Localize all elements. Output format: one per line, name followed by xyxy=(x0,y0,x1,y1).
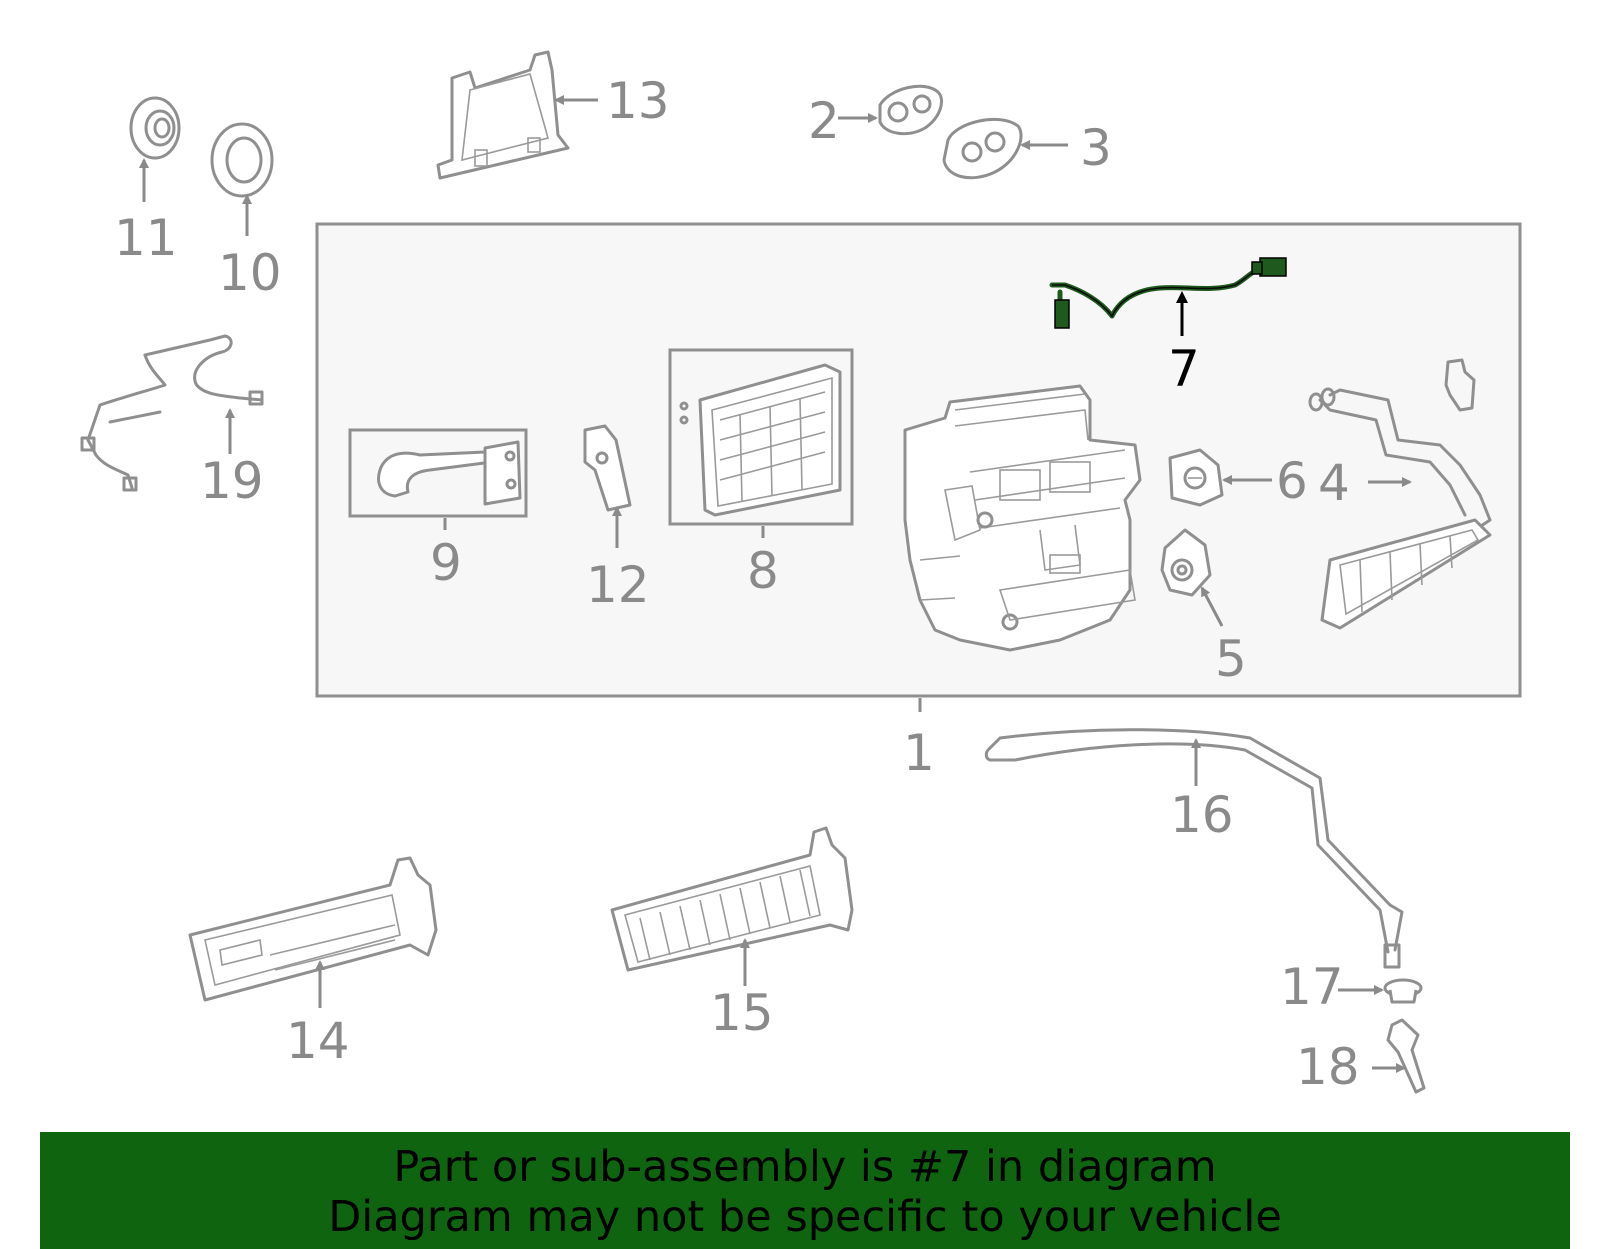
callout-12: 12 xyxy=(586,556,650,614)
part-8-evaporator xyxy=(679,363,842,517)
callout-3: 3 xyxy=(1080,119,1112,177)
part-6-servo-actuator xyxy=(1168,448,1224,507)
part-18-clip xyxy=(1386,1018,1426,1094)
banner-line-2: Diagram may not be specific to your vehi… xyxy=(328,1192,1282,1242)
callout-13: 13 xyxy=(606,72,670,130)
callout-9: 9 xyxy=(430,534,462,592)
part-1-hvac-housing xyxy=(903,384,1142,652)
part-17-grommet xyxy=(1383,978,1423,1004)
callout-8: 8 xyxy=(747,542,779,600)
part-7-wire-harness-highlighted xyxy=(1049,257,1287,329)
callout-19: 19 xyxy=(200,452,264,510)
info-banner: Part or sub-assembly is #7 in diagram Di… xyxy=(40,1132,1570,1249)
callout-18: 18 xyxy=(1296,1038,1360,1096)
part-10-seal-ring xyxy=(210,122,274,198)
callout-15: 15 xyxy=(710,984,774,1042)
callout-7: 7 xyxy=(1168,340,1200,398)
callout-6: 6 xyxy=(1276,452,1308,510)
part-19-wire-harness xyxy=(80,334,264,492)
part-16-pipe xyxy=(984,728,1404,969)
callout-5: 5 xyxy=(1215,630,1247,688)
part-13-bracket xyxy=(436,50,570,180)
part-15-ptc-heater xyxy=(610,826,854,972)
callout-14: 14 xyxy=(286,1012,350,1070)
part-5-servo-actuator xyxy=(1160,528,1212,597)
part-4-heater-core xyxy=(1308,358,1492,630)
callout-11: 11 xyxy=(114,209,178,267)
part-11-grommet xyxy=(129,96,181,160)
callout-2: 2 xyxy=(808,92,840,150)
part-9-pipe-seal xyxy=(377,440,522,506)
callout-10: 10 xyxy=(218,244,282,302)
part-14-heater-core xyxy=(188,856,438,1002)
callout-17: 17 xyxy=(1280,958,1344,1016)
part-2-gasket xyxy=(878,84,943,136)
banner-line-1: Part or sub-assembly is #7 in diagram xyxy=(393,1142,1217,1192)
callout-1: 1 xyxy=(903,724,935,782)
callout-16: 16 xyxy=(1170,786,1234,844)
part-3-gasket xyxy=(942,117,1023,180)
callout-4: 4 xyxy=(1318,454,1350,512)
